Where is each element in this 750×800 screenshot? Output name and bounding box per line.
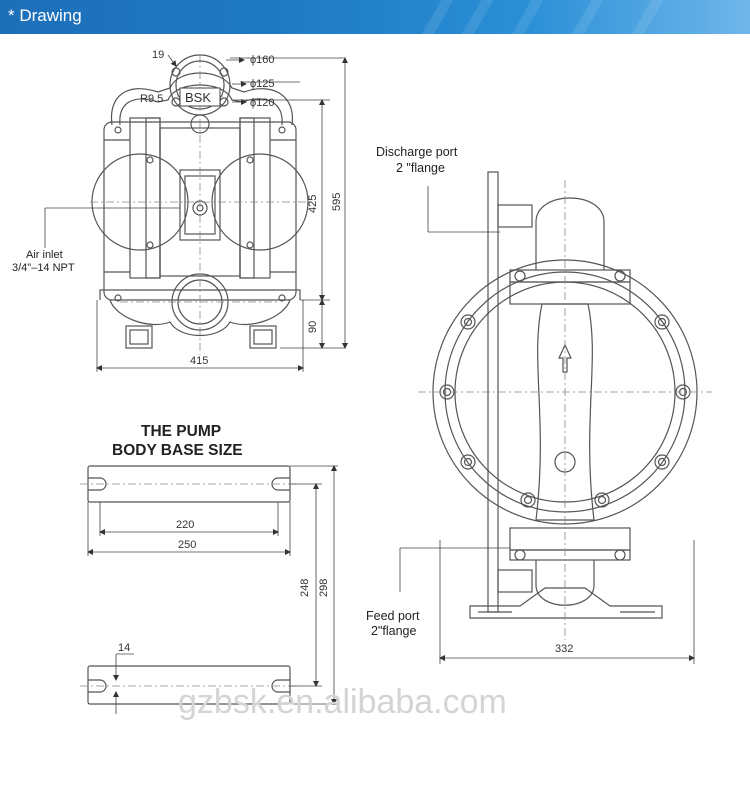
base-title-line1: THE PUMP <box>141 423 221 440</box>
dim-332: 332 <box>555 643 573 655</box>
base-title: THE PUMP BODY BASE SIZE <box>112 423 243 459</box>
dim-248: 248 <box>299 579 311 597</box>
dim-298: 298 <box>318 579 330 597</box>
feed-port-size: 2"flange <box>371 624 416 638</box>
dim-425: 425 <box>307 195 319 213</box>
dim-14: 14 <box>118 642 130 654</box>
dim-phi125: ϕ125 <box>250 78 275 90</box>
dim-r9-5: R9.5 <box>140 93 163 105</box>
air-inlet-label: Air inlet <box>26 249 63 261</box>
dim-19: 19 <box>152 49 164 61</box>
front-dimension-labels: 19 ϕ160 ϕ125 ϕ120 R9.5 BSK 425 595 90 41… <box>12 49 343 367</box>
side-labels: Discharge port 2 "flange Feed port 2"fla… <box>366 145 573 655</box>
base-title-line2: BODY BASE SIZE <box>112 442 243 459</box>
dim-90: 90 <box>307 321 319 333</box>
watermark: gzbsk.en.alibaba.com <box>178 683 507 721</box>
base-plan <box>87 465 291 705</box>
technical-drawing: 19 ϕ160 ϕ125 ϕ120 R9.5 BSK 425 595 90 41… <box>12 49 712 721</box>
dim-595: 595 <box>331 193 343 211</box>
discharge-port-size: 2 "flange <box>396 161 445 175</box>
header-title: * Drawing <box>8 6 82 25</box>
dim-phi160: ϕ160 <box>250 54 275 66</box>
air-inlet-spec: 3/4"–14 NPT <box>12 262 75 274</box>
dim-415: 415 <box>190 355 208 367</box>
discharge-port-label: Discharge port <box>376 145 458 159</box>
dim-250: 250 <box>178 539 196 551</box>
base-dimension-labels: 220 250 248 298 14 <box>118 519 330 654</box>
section-header: * Drawing <box>0 0 750 34</box>
feed-port-label: Feed port <box>366 609 420 623</box>
brand-logo: BSK <box>185 90 211 105</box>
dim-phi120: ϕ120 <box>250 97 275 109</box>
dim-220: 220 <box>176 519 194 531</box>
